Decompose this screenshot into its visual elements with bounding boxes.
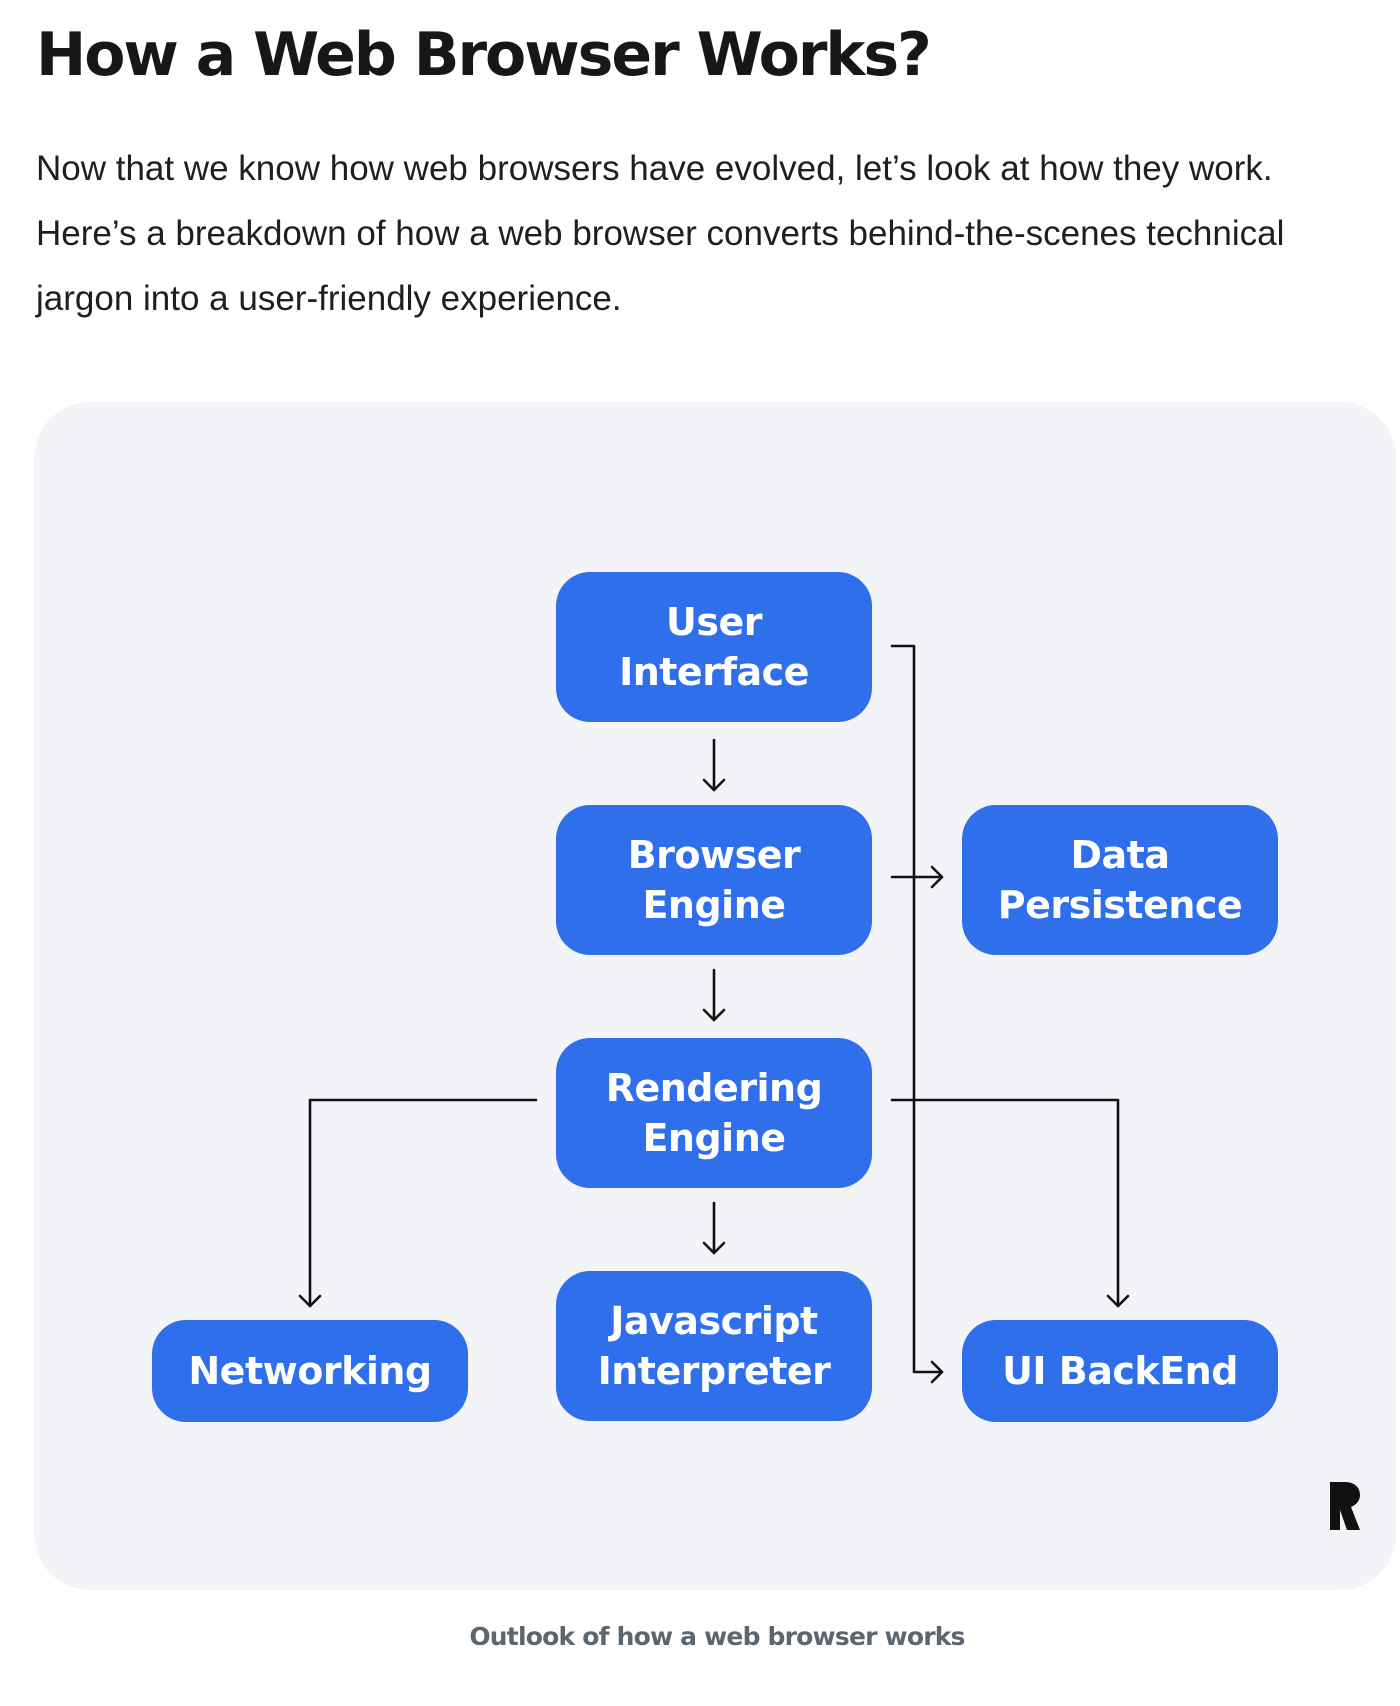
intro-paragraph: Now that we know how web browsers have e… — [36, 149, 1285, 318]
diagram-figure: User Interface Browser Engine Data Persi… — [34, 402, 1396, 1590]
node-rendering-engine: Rendering Engine — [556, 1038, 872, 1188]
arrow-ui-to-browser-engine — [702, 738, 726, 792]
node-javascript-interpreter: Javascript Interpreter — [556, 1271, 872, 1421]
diagram-connectors — [298, 644, 1130, 1384]
node-data-persistence: Data Persistence — [962, 805, 1278, 955]
node-label: Networking — [188, 1349, 432, 1393]
node-label: UI BackEnd — [1002, 1349, 1238, 1393]
node-label: User Interface — [619, 600, 809, 694]
node-label: Rendering Engine — [605, 1066, 823, 1160]
node-label: Javascript Interpreter — [597, 1299, 831, 1393]
figure-caption: Outlook of how a web browser works — [469, 1622, 965, 1651]
node-ui-backend: UI BackEnd — [962, 1320, 1278, 1422]
node-user-interface: User Interface — [556, 572, 872, 722]
node-label: Data Persistence — [997, 833, 1243, 927]
node-browser-engine: Browser Engine — [556, 805, 872, 955]
arrow-rendering-engine-to-ui-backend — [890, 1098, 1130, 1308]
arrow-browser-engine-to-data-persistence — [890, 865, 944, 889]
arrow-rendering-engine-to-networking — [298, 1098, 538, 1308]
arrow-browser-engine-to-rendering-engine — [702, 968, 726, 1022]
node-networking: Networking — [152, 1320, 468, 1422]
node-label: Browser Engine — [627, 833, 801, 927]
r-logo-icon — [1330, 1482, 1360, 1530]
arrow-rendering-engine-to-js-interpreter — [702, 1201, 726, 1255]
page-title: How a Web Browser Works? — [36, 20, 932, 90]
arrow-ui-to-ui-backend — [890, 644, 944, 1384]
